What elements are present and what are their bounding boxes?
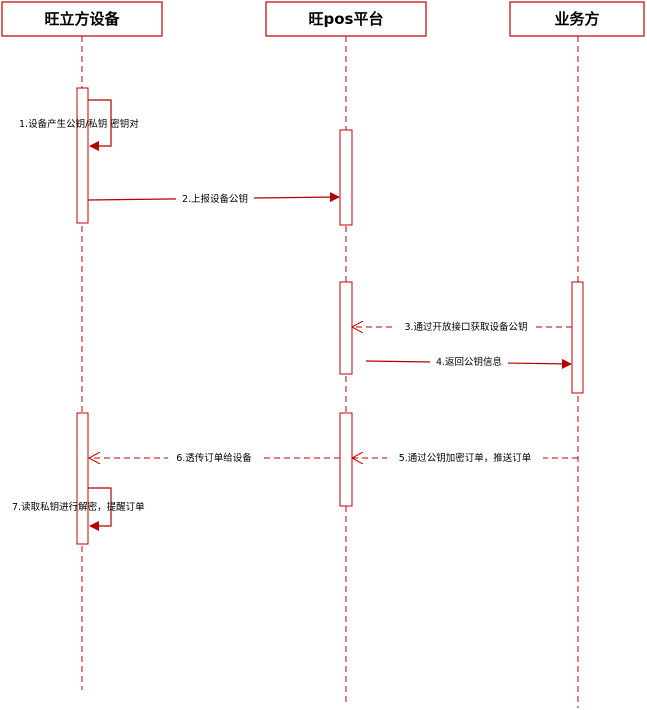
actor-device: 旺立方设备 [1,1,163,37]
activation-platform-1 [339,129,353,226]
activation-business-1 [571,281,584,394]
message-7: 7.读取私钥进行解密，提醒订单 [12,487,145,531]
message-4: 4.返回公钥信息 [365,355,572,369]
message-6: 6.透传订单给设备 [89,451,340,464]
message-3: 3.通过开放接口获取设备公钥 [352,320,572,333]
actor-business-label: 业务方 [554,10,599,28]
message-5: 5.通过公钥加密订单，推送订单 [352,451,578,464]
message-7-arrow [88,487,112,531]
activation-device-1 [76,87,89,224]
message-4-label: 4.返回公钥信息 [436,356,502,368]
message-3-label: 3.通过开放接口获取设备公钥 [404,321,527,333]
message-1-label: 1.设备产生公钥/私钥 密钥对 [19,118,139,130]
actor-device-label: 旺立方设备 [44,10,120,28]
message-6-label: 6.透传订单给设备 [176,452,252,464]
message-1: 1.设备产生公钥/私钥 密钥对 [19,99,139,151]
message-2-label: 2.上报设备公钥 [182,193,248,205]
message-5-label: 5.通过公钥加密订单，推送订单 [399,452,532,464]
actor-platform: 旺pos平台 [265,1,427,37]
message-2: 2.上报设备公钥 [87,192,340,205]
activation-device-2 [76,412,89,545]
message-1-arrow [88,99,112,151]
activation-platform-2 [339,281,353,375]
message-7-label: 7.读取私钥进行解密，提醒订单 [12,501,145,513]
actor-platform-label: 旺pos平台 [309,10,384,28]
activation-platform-3 [339,412,353,507]
actor-business: 业务方 [509,1,645,37]
